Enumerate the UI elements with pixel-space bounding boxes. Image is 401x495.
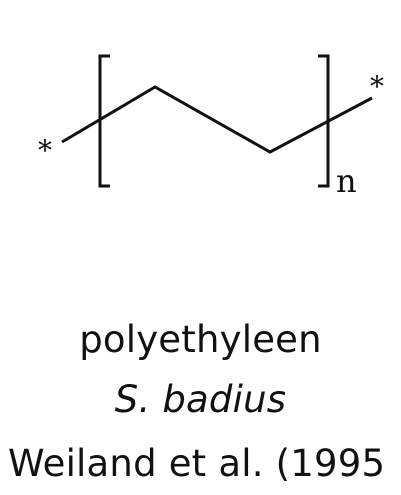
left-end-asterisk: * [38,134,52,167]
polymer-name-label: polyethyleen [79,318,322,361]
organism-label: S. badius [114,378,287,421]
right-bracket [318,54,330,188]
repeat-subscript: n [336,162,357,200]
left-bracket [98,54,110,188]
polyethylene-structure-diagram: * * n [38,54,384,200]
polymer-backbone [61,85,373,154]
reference-label: Weiland et al. (1995 [8,442,386,485]
right-end-asterisk: * [370,70,384,103]
